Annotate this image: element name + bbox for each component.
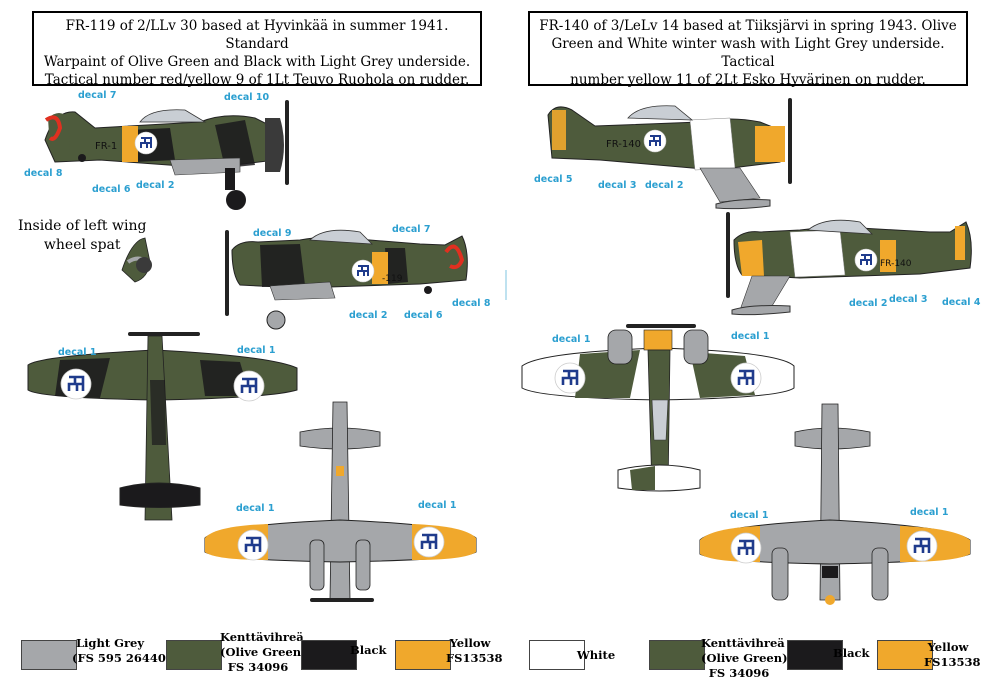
caption-left-line-3: Tactical number red/yellow 9 of 1Lt Teuv… bbox=[44, 72, 470, 88]
decal-label: decal 3 bbox=[598, 180, 637, 191]
decal-label: decal 1 bbox=[58, 347, 97, 358]
decal-label: decal 7 bbox=[78, 90, 117, 101]
decal-label: decal 2 bbox=[349, 310, 388, 321]
caption-left-line-1: FR-119 of 2/LLv 30 based at Hyvinkää in … bbox=[65, 18, 449, 52]
decal-label: decal 3 bbox=[889, 294, 928, 305]
left-side-view-1: FR-1 bbox=[44, 100, 289, 210]
right-code-text-2: FR-140 bbox=[880, 259, 912, 269]
decal-label: decal 1 bbox=[418, 500, 457, 511]
swatch-black bbox=[301, 640, 357, 670]
swatch-black-right bbox=[787, 640, 843, 670]
wheel-spat-note-line-2: wheel spat bbox=[43, 237, 121, 253]
swatch-olive-green-right bbox=[649, 640, 705, 670]
legend-label-white: White bbox=[576, 648, 616, 662]
decal-label: decal 1 bbox=[236, 503, 275, 514]
swatch-yellow-right bbox=[877, 640, 933, 670]
decal-label: decal 2 bbox=[136, 180, 175, 191]
right-side-view-1: FR-140 bbox=[547, 98, 792, 210]
caption-right-line-2: Green and White winter wash with Light G… bbox=[551, 36, 945, 70]
decal-label: decal 1 bbox=[730, 510, 769, 521]
left-code-text-2: -119 bbox=[382, 274, 403, 284]
swatch-white bbox=[529, 640, 585, 670]
right-side-view-2: FR-140 bbox=[726, 212, 972, 316]
legend-label-olive-green: Kenttävihreä(Olive Green)FS 34096 bbox=[220, 630, 307, 674]
right-code-text: FR-140 bbox=[606, 139, 641, 150]
decal-label: decal 5 bbox=[534, 174, 573, 185]
decal-label: decal 2 bbox=[849, 298, 888, 309]
legend-label-black: Black bbox=[350, 643, 387, 657]
legend-left: Light Grey(FS 595 26440) Kenttävihreä(Ol… bbox=[0, 630, 503, 680]
decal-label: decal 8 bbox=[452, 298, 491, 309]
decal-label: decal 7 bbox=[392, 224, 431, 235]
caption-right-line-3: number yellow 11 of 2Lt Esko Hyvärinen o… bbox=[570, 72, 926, 88]
caption-left-line-2: Warpaint of Olive Green and Black with L… bbox=[43, 54, 471, 70]
right-top-view bbox=[521, 324, 795, 492]
decal-label: decal 6 bbox=[92, 184, 131, 195]
decal-label: decal 1 bbox=[731, 331, 770, 342]
caption-left: FR-119 of 2/LLv 30 based at Hyvinkää in … bbox=[32, 11, 482, 88]
legend-label-olive-green-right: Kenttävihreä(Olive Green)FS 34096 bbox=[701, 636, 788, 680]
wheel-spat-drawing bbox=[121, 237, 152, 283]
swatch-olive-green bbox=[166, 640, 222, 670]
caption-right-line-1: FR-140 of 3/LeLv 14 based at Tiiksjärvi … bbox=[539, 18, 957, 34]
swatch-yellow bbox=[395, 640, 451, 670]
legend-right: White Kenttävihreä(Olive Green)FS 34096 … bbox=[500, 630, 1000, 680]
legend-label-black-right: Black bbox=[833, 646, 870, 660]
left-code-text: FR-1 bbox=[95, 141, 117, 152]
legend-label-light-grey: Light Grey(FS 595 26440) bbox=[72, 636, 172, 665]
decal-label: decal 4 bbox=[942, 297, 981, 308]
decal-label: decal 10 bbox=[224, 92, 270, 103]
left-top-view bbox=[27, 332, 298, 521]
left-bottom-view bbox=[204, 401, 477, 602]
decal-label: decal 8 bbox=[24, 168, 63, 179]
left-side-view-2: -119 bbox=[225, 229, 468, 330]
decal-label: decal 2 bbox=[645, 180, 684, 191]
wheel-spat-note: Inside of left wing wheel spat bbox=[18, 217, 146, 255]
caption-right: FR-140 of 3/LeLv 14 based at Tiiksjärvi … bbox=[528, 11, 968, 88]
decal-label: decal 6 bbox=[404, 310, 443, 321]
decal-label: decal 1 bbox=[552, 334, 591, 345]
decal-label: decal 1 bbox=[237, 345, 276, 356]
right-bottom-view bbox=[699, 403, 971, 605]
decal-label: decal 9 bbox=[253, 228, 292, 239]
swatch-light-grey bbox=[21, 640, 77, 670]
decal-label: decal 1 bbox=[910, 507, 949, 518]
wheel-spat-note-line-1: Inside of left wing bbox=[18, 218, 147, 234]
